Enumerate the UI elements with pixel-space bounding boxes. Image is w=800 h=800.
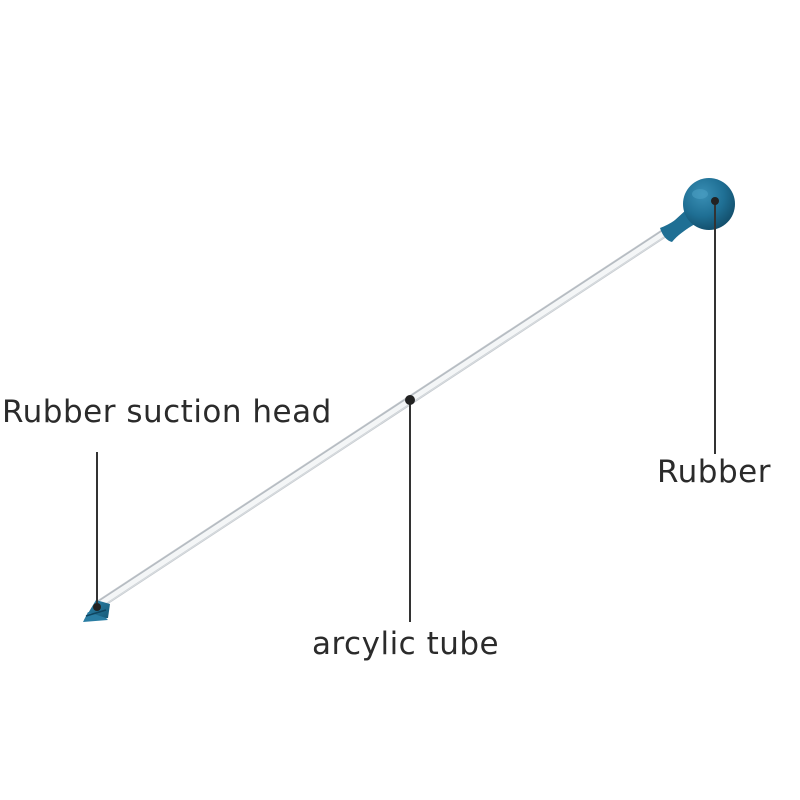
leader-tube [405, 395, 415, 622]
label-arcylic-tube: arcylic tube [312, 626, 500, 662]
label-rubber-suction-head: Rubber suction head [2, 394, 332, 430]
leader-rubber [711, 197, 719, 454]
leader-suction-head [93, 452, 101, 611]
label-rubber: Rubber [657, 454, 771, 490]
rubber-bulb [660, 178, 735, 242]
acrylic-tube [95, 227, 671, 609]
